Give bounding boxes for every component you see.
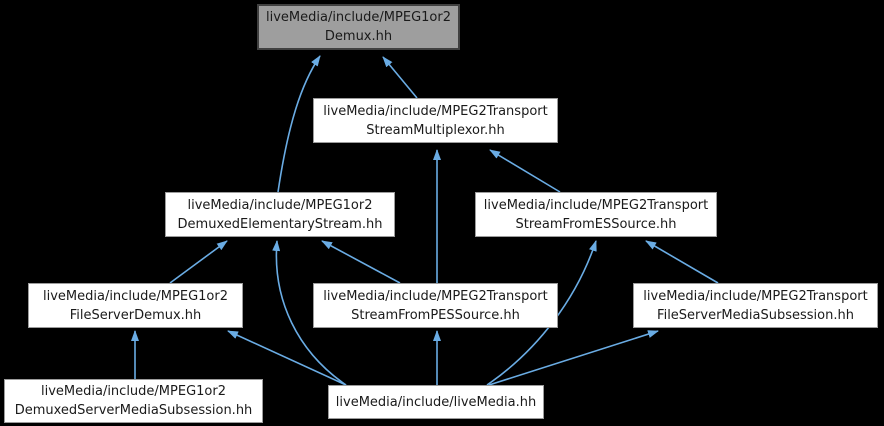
node-label-line: liveMedia/include/MPEG1or2 — [40, 384, 226, 399]
node-label-line: liveMedia/include/MPEG1or2 — [187, 197, 373, 213]
node-label-line: FileServerMediaSubsession.hh — [657, 307, 854, 323]
node-label-line: liveMedia/include/MPEG1or2 — [265, 10, 451, 25]
node-label-line: liveMedia/include/liveMedia.hh — [335, 394, 537, 410]
node-mpeg2transport-stream-from-es-source[interactable]: liveMedia/include/MPEG2Transport StreamF… — [475, 192, 717, 237]
node-label-line: FileServerDemux.hh — [69, 307, 202, 323]
edge-elementary-to-demux — [277, 55, 321, 193]
node-label-line: liveMedia/include/MPEG2Transport — [483, 197, 709, 213]
edge-multiplexor-to-demux — [382, 56, 418, 99]
node-mpeg2transport-file-server-media-subsession[interactable]: liveMedia/include/MPEG2Transport FileSer… — [633, 283, 878, 328]
node-mpeg1or2-demuxed-elementary-stream[interactable]: liveMedia/include/MPEG1or2 DemuxedElemen… — [165, 192, 395, 237]
node-mpeg1or2-demuxed-server-media-subsession[interactable]: liveMedia/include/MPEG1or2 DemuxedServer… — [4, 379, 263, 423]
node-label-line: StreamMultiplexor.hh — [366, 122, 505, 138]
node-mpeg2transport-stream-multiplexor[interactable]: liveMedia/include/MPEG2Transport StreamM… — [313, 98, 558, 143]
node-label-line: StreamFromPESSource.hh — [351, 307, 520, 323]
edge-pessource-to-elementary — [321, 240, 401, 284]
edge-livemedia-to-elementary — [272, 240, 347, 386]
node-label-line: liveMedia/include/MPEG2Transport — [323, 288, 548, 304]
node-label-line: StreamFromESSource.hh — [515, 216, 677, 232]
edge-essource-to-multiplexor — [489, 149, 561, 193]
node-label-line: liveMedia/include/MPEG2Transport — [643, 288, 868, 304]
edge-livemedia-to-fsms — [488, 330, 659, 386]
edge-livemedia-to-fileserverdemux — [227, 330, 347, 386]
node-mpeg1or2-demux[interactable]: liveMedia/include/MPEG1or2 Demux.hh — [257, 4, 460, 50]
edge-fileserverdemux-to-elementary — [169, 240, 228, 284]
node-livemedia[interactable]: liveMedia/include/liveMedia.hh — [328, 385, 544, 419]
node-label-line: liveMedia/include/MPEG1or2 — [42, 288, 228, 304]
node-label-line: liveMedia/include/MPEG2Transport — [323, 103, 548, 119]
node-mpeg1or2-file-server-demux[interactable]: liveMedia/include/MPEG1or2 FileServerDem… — [28, 283, 243, 328]
node-label-line: DemuxedElementaryStream.hh — [177, 216, 383, 232]
node-label-line: DemuxedServerMediaSubsession.hh — [14, 403, 253, 418]
node-label-line: Demux.hh — [324, 29, 393, 44]
edge-fsms-to-essource — [645, 240, 719, 284]
node-mpeg2transport-stream-from-pes-source[interactable]: liveMedia/include/MPEG2Transport StreamF… — [313, 283, 558, 328]
